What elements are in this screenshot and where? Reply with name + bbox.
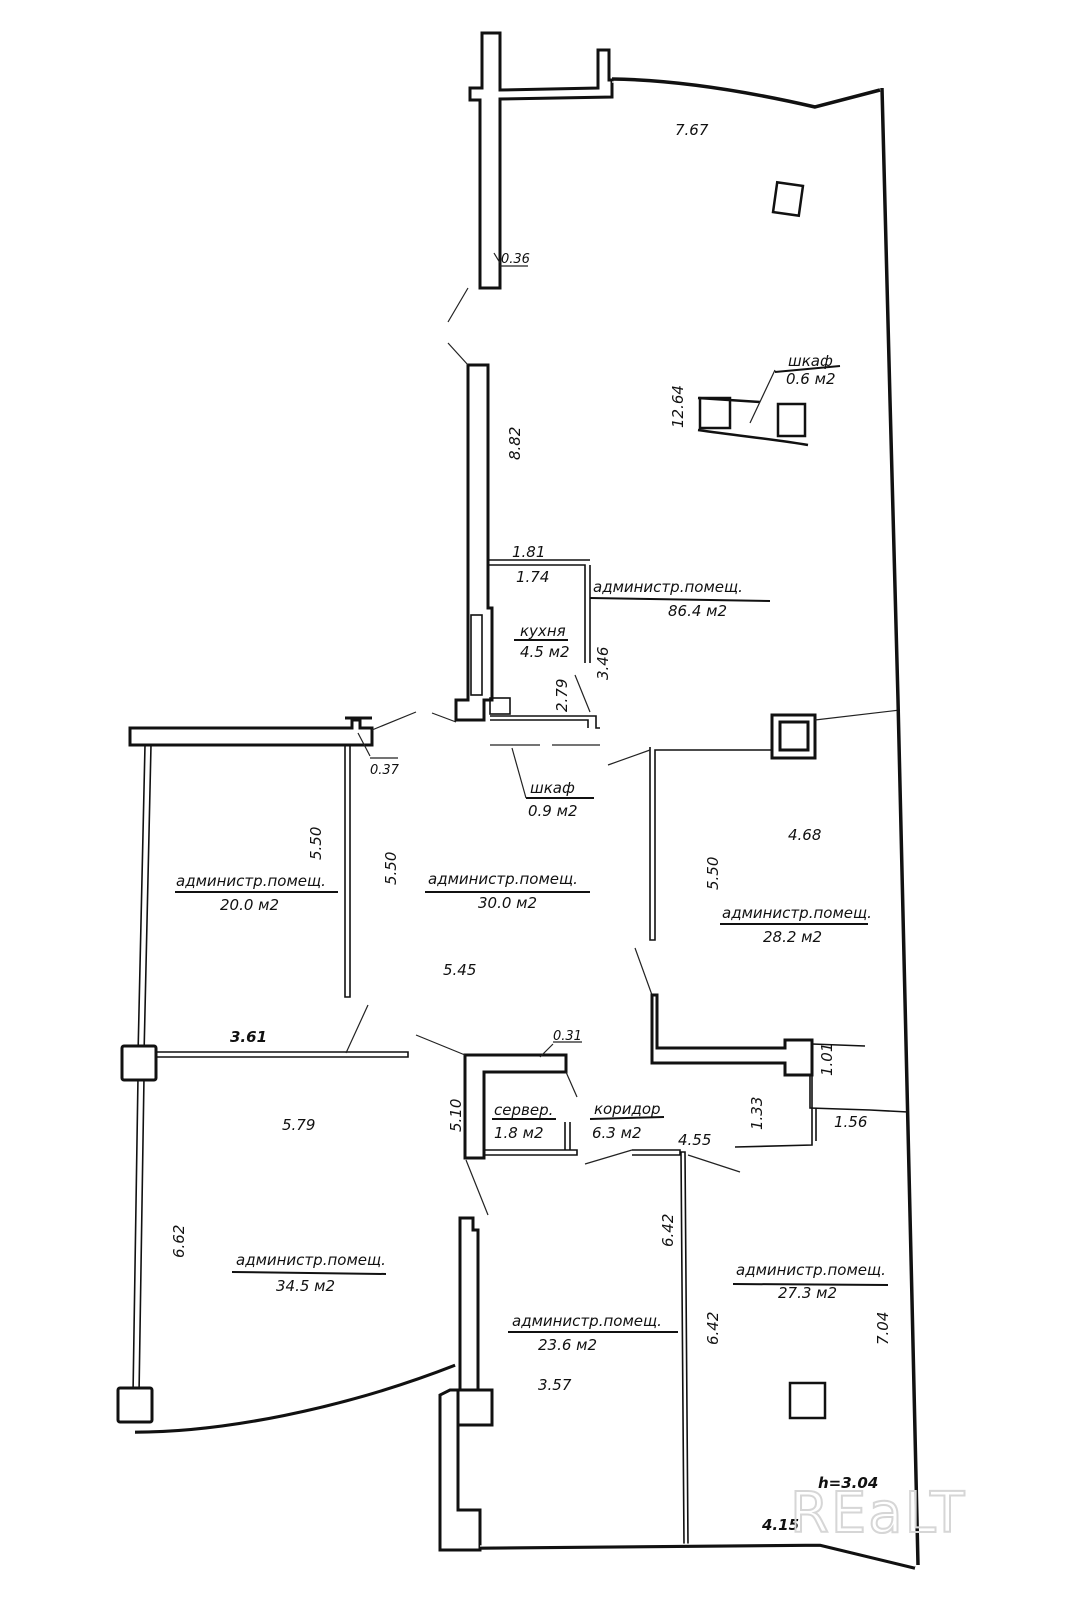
- dim-label: 6.42: [659, 1214, 677, 1247]
- dim-label: 5.50: [382, 852, 400, 885]
- dim-label: 3.61: [230, 1028, 267, 1046]
- room-label-corridor: коридор 6.3 м2: [589, 1100, 665, 1142]
- dim-label: 0.36: [501, 252, 530, 267]
- ceiling-height: h=3.04: [818, 1474, 878, 1492]
- room-area: 4.5 м2: [520, 643, 569, 661]
- room-label-closet-06: шкаф 0.6 м2: [774, 352, 841, 388]
- room-area: 27.3 м2: [778, 1284, 837, 1302]
- dim-label: 1.74: [516, 568, 549, 586]
- room-area: 86.4 м2: [668, 602, 727, 620]
- room-name: администр.помещ.: [236, 1251, 386, 1269]
- room-area: 30.0 м2: [478, 894, 537, 912]
- room-area: 0.9 м2: [528, 802, 577, 820]
- dim-label: 8.82: [506, 427, 524, 460]
- room-area: 34.5 м2: [276, 1277, 335, 1295]
- dim-label: 5.50: [307, 827, 325, 860]
- room-label-admin-30: администр.помещ. 30.0 м2: [425, 870, 590, 912]
- dim-label: 6.42: [704, 1312, 722, 1345]
- room-label-admin-345: администр.помещ. 34.5 м2: [231, 1251, 387, 1295]
- room-name: шкаф: [788, 352, 833, 370]
- dim-label: 5.45: [443, 961, 476, 979]
- walls: [116, 31, 922, 1570]
- room-name: кухня: [520, 622, 566, 640]
- room-area: 20.0 м2: [220, 896, 279, 914]
- dim-label: 2.79: [553, 679, 571, 712]
- dim-label: 5.50: [704, 857, 722, 890]
- dim-label: 0.31: [553, 1029, 582, 1044]
- room-name: администр.помещ.: [722, 904, 872, 922]
- dim-label: 6.62: [170, 1225, 188, 1258]
- room-name: сервер.: [494, 1101, 553, 1119]
- room-label-server: сервер. 1.8 м2: [492, 1101, 556, 1142]
- dim-label: 1.81: [512, 543, 545, 561]
- room-name: администр.помещ.: [512, 1312, 662, 1330]
- room-name: администр.помещ.: [736, 1261, 886, 1279]
- room-label-admin-86: администр.помещ. 86.4 м2: [589, 578, 771, 620]
- room-area: 0.6 м2: [786, 370, 835, 388]
- dim-label: 0.37: [370, 763, 400, 778]
- dim-label: 1.01: [818, 1043, 836, 1076]
- room-label-admin-28: администр.помещ. 28.2 м2: [720, 904, 872, 946]
- dim-label: 3.46: [594, 647, 612, 680]
- dim-label: 1.33: [748, 1097, 766, 1130]
- dim-label: 7.04: [874, 1312, 892, 1345]
- dim-label: 7.67: [675, 121, 709, 139]
- dim-label: 5.10: [447, 1099, 465, 1132]
- dim-label: 3.57: [538, 1376, 572, 1394]
- dim-label: 4.55: [678, 1131, 711, 1149]
- dimensions: 7.67 0.36 8.82 12.64 1.81 1.74 3.46 2.79…: [170, 121, 892, 1534]
- room-name: шкаф: [530, 779, 575, 797]
- room-label-admin-236: администр.помещ. 23.6 м2: [508, 1312, 678, 1354]
- room-name: коридор: [594, 1100, 661, 1118]
- dim-label: 12.64: [669, 385, 687, 428]
- room-area: 1.8 м2: [494, 1124, 543, 1142]
- room-label-kitchen: кухня 4.5 м2: [514, 622, 569, 661]
- room-name: администр.помещ.: [593, 578, 743, 596]
- room-name: администр.помещ.: [176, 872, 326, 890]
- dim-label: 4.68: [788, 826, 821, 844]
- dim-label: 4.15: [761, 1516, 799, 1534]
- room-area: 6.3 м2: [592, 1124, 641, 1142]
- room-name: администр.помещ.: [428, 870, 578, 888]
- room-label-admin-20: администр.помещ. 20.0 м2: [175, 872, 338, 914]
- room-label-closet-09: шкаф 0.9 м2: [511, 747, 594, 820]
- watermark-logo: REaLT: [790, 1481, 966, 1546]
- dim-label: 1.56: [834, 1113, 867, 1131]
- dim-label: 5.79: [282, 1116, 315, 1134]
- room-label-admin-273: администр.помещ. 27.3 м2: [732, 1261, 889, 1302]
- room-area: 23.6 м2: [538, 1336, 597, 1354]
- room-area: 28.2 м2: [763, 928, 822, 946]
